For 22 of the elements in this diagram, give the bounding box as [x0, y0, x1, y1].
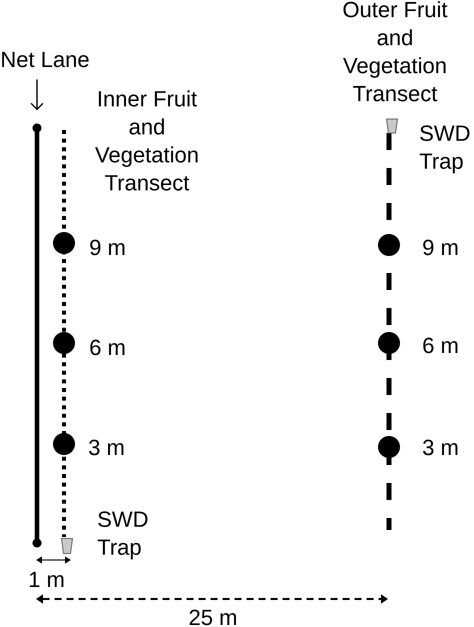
sampling-dot	[53, 433, 75, 455]
distance-label: 6 m	[90, 340, 124, 356]
distance-label: 3 m	[423, 440, 458, 456]
distance-label: 9 m	[423, 240, 458, 256]
sampling-dot	[53, 232, 75, 254]
transect-heading: Inner Fruit and Vegetation Transect	[95, 90, 198, 191]
dotted-transect-line	[62, 130, 66, 537]
sampling-dot	[53, 332, 75, 354]
dimension-label: 1 m	[30, 572, 64, 587]
trap-label: SWD Trap	[420, 125, 470, 174]
transect-heading: Outer Fruit and Vegetation Transect	[343, 1, 448, 102]
lane-label: Net Lane	[2, 52, 89, 68]
sampling-dot	[378, 234, 400, 256]
net-lane-line	[32, 124, 42, 548]
dimension-label: 25 m	[190, 610, 236, 626]
trap-label: SWD Trap	[98, 511, 148, 560]
sampling-dot	[378, 332, 400, 354]
distance-label: 9 m	[90, 240, 124, 256]
leader-arrow	[30, 79, 44, 110]
distance-label: 6 m	[423, 338, 458, 354]
distance-label: 3 m	[89, 440, 124, 456]
sampling-dot	[378, 436, 400, 458]
